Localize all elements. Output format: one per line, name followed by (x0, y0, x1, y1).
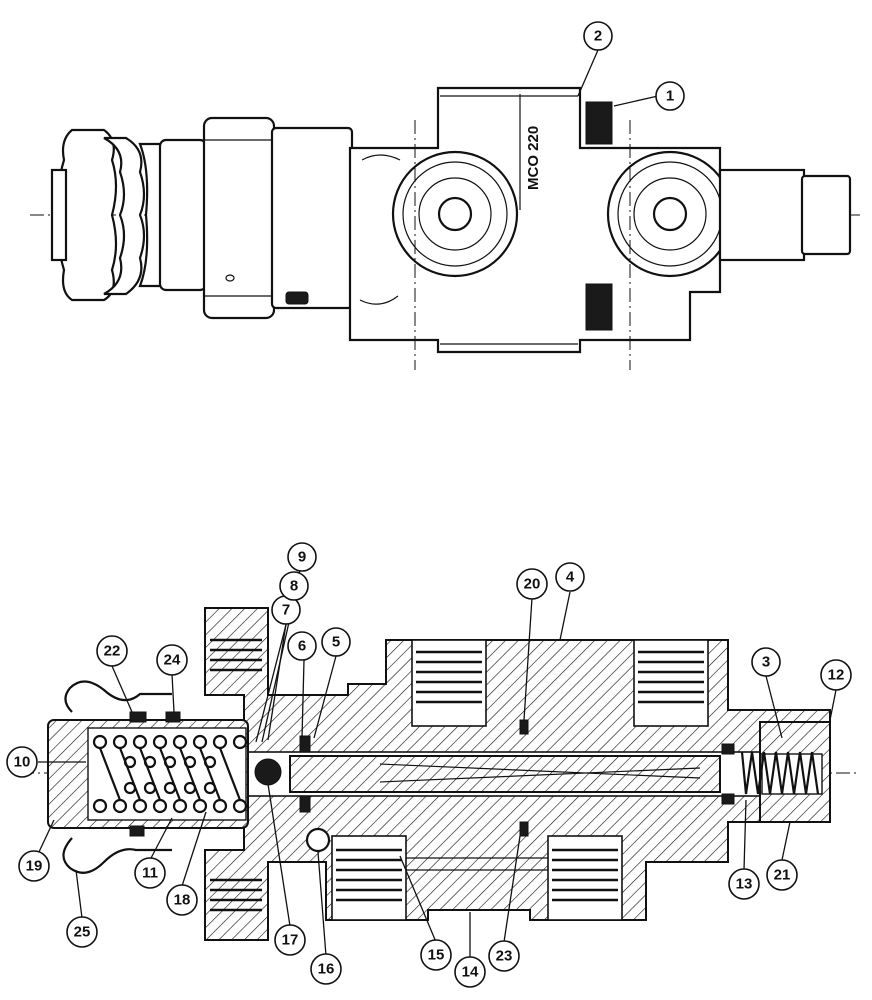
callout-18: 18 (166, 884, 198, 916)
callout-2: 2 (583, 21, 613, 51)
ports-bottom (331, 835, 623, 921)
callout-label-13: 13 (736, 876, 753, 893)
callout-label-6: 6 (298, 638, 306, 655)
boot-bellows (50, 128, 208, 302)
callout-label-24: 24 (164, 652, 181, 669)
callout-4: 4 (555, 562, 585, 592)
external-view: MCO 220 (30, 86, 860, 370)
callout-label-22: 22 (104, 643, 121, 660)
main-spring (92, 734, 248, 814)
callout-9: 9 (287, 542, 317, 572)
callout-label-1: 1 (666, 88, 674, 105)
callout-label-2: 2 (594, 28, 602, 45)
callout-label-12: 12 (828, 667, 845, 684)
callout-label-4: 4 (566, 569, 575, 586)
callout-15: 15 (420, 939, 452, 971)
section-view (20, 607, 860, 941)
callout-6: 6 (287, 631, 317, 661)
callout-24: 24 (156, 644, 188, 676)
callout-label-5: 5 (332, 634, 340, 651)
ports-top (411, 639, 709, 727)
callout-label-7: 7 (282, 602, 290, 619)
callout-label-11: 11 (142, 865, 158, 882)
callout-11: 11 (134, 857, 166, 889)
leader-lines (37, 49, 837, 958)
callout-label-25: 25 (74, 924, 91, 941)
callout-13: 13 (728, 868, 760, 900)
callout-label-3: 3 (762, 654, 770, 671)
callout-10: 10 (6, 746, 38, 778)
callout-label-10: 10 (14, 754, 31, 771)
flange-threads (210, 638, 262, 912)
callout-23: 23 (488, 940, 520, 972)
callout-label-8: 8 (290, 578, 298, 595)
callout-16: 16 (310, 953, 342, 985)
callout-label-14: 14 (462, 964, 479, 981)
callout-22: 22 (96, 635, 128, 667)
callout-label-21: 21 (774, 867, 791, 884)
callout-label-15: 15 (428, 947, 445, 964)
callout-label-23: 23 (496, 948, 513, 965)
callout-20: 20 (516, 568, 548, 600)
cap-nut (202, 116, 354, 320)
housing-marking: MCO 220 (525, 126, 542, 190)
callout-19: 19 (18, 850, 50, 882)
callout-8: 8 (279, 571, 309, 601)
callout-label-19: 19 (26, 858, 43, 875)
callout-25: 25 (66, 916, 98, 948)
callout-label-16: 16 (318, 961, 335, 978)
callout-label-18: 18 (174, 892, 191, 909)
callout-3: 3 (751, 647, 781, 677)
end-spring (740, 751, 820, 795)
callout-12: 12 (820, 659, 852, 691)
callout-5: 5 (321, 627, 351, 657)
callout-17: 17 (274, 924, 306, 956)
callout-21: 21 (766, 859, 798, 891)
callout-14: 14 (454, 956, 486, 988)
callout-1: 1 (655, 81, 685, 111)
callout-label-20: 20 (524, 576, 541, 593)
callout-label-17: 17 (282, 932, 299, 949)
callout-label-9: 9 (298, 549, 306, 566)
check-ball (254, 758, 282, 786)
spool (289, 755, 721, 793)
valve-body: MCO 220 (348, 86, 852, 370)
